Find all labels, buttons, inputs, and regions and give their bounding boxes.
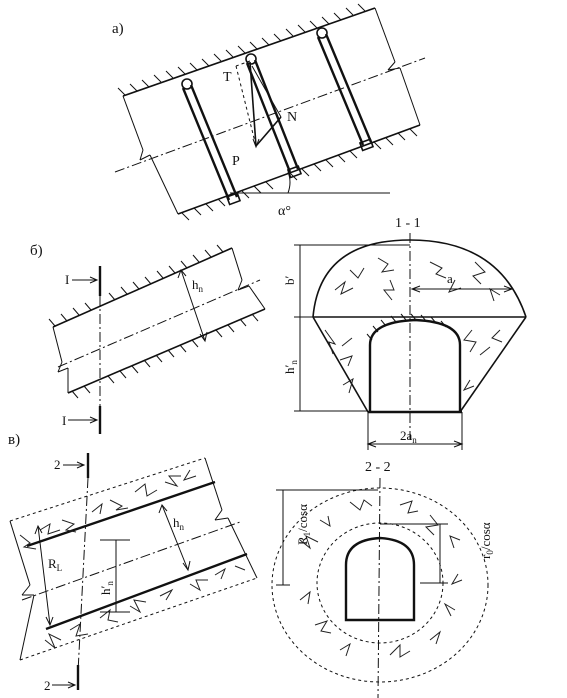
panel-a-props — [181, 27, 375, 206]
section-2-2-title: 2 - 2 — [365, 460, 391, 475]
panel-b-hn-dimension — [180, 269, 206, 342]
section-I-bottom: I — [62, 413, 66, 428]
panel-a-lower-hatch — [181, 128, 418, 221]
section-2-2-scribbles — [299, 499, 463, 658]
panel-a: а) — [112, 3, 426, 221]
angle-label: α° — [278, 204, 291, 219]
angle-arc — [287, 171, 291, 194]
panel-c-label: в) — [8, 432, 20, 448]
a-label: a — [447, 271, 453, 286]
panel-b-hn-label: hn — [192, 277, 204, 294]
force-N-label: N — [287, 110, 297, 125]
panel-a-upper-hatch — [117, 3, 366, 96]
panel-a-axis — [114, 57, 426, 173]
panel-c-scribbles — [19, 469, 246, 649]
panel-b-label: б) — [30, 243, 43, 259]
section-2-2-opening — [344, 536, 416, 622]
panel-c-hn-label: hn — [173, 515, 185, 532]
b-prime-label: b′ — [282, 276, 297, 286]
section-2-line — [77, 477, 89, 673]
rl-label: RL — [48, 556, 62, 573]
panel-c: в) 2 2 RL — [8, 432, 495, 698]
force-T-label: T — [223, 70, 232, 85]
panel-a-force-triangle — [235, 60, 282, 149]
force-P-label: P — [232, 154, 240, 169]
section-1-1-dome — [312, 239, 527, 318]
panel-c-hprime-label: h′n — [98, 581, 115, 595]
h-prime-label: h′n — [282, 360, 299, 374]
section-1-1-scribbles — [324, 257, 503, 394]
panel-b-lower-hatch — [71, 313, 259, 399]
panel-b-upper-hatch — [48, 244, 224, 327]
section-2-2-outer-ellipse — [271, 487, 489, 683]
section-1-1-opening — [368, 318, 462, 412]
section-2-bottom: 2 — [44, 678, 51, 693]
panel-a-label: а) — [112, 21, 124, 37]
r0-label: r0/cosα — [478, 522, 495, 559]
panel-b: б) I I — [30, 216, 527, 450]
2an-label: 2an — [400, 428, 417, 445]
section-2-top: 2 — [54, 457, 61, 472]
panel-a-upper-wall — [122, 7, 376, 97]
r1-label: R1/cosα — [295, 504, 312, 545]
section-I-top: I — [65, 272, 69, 287]
section-1-1-title: 1 - 1 — [395, 216, 421, 231]
